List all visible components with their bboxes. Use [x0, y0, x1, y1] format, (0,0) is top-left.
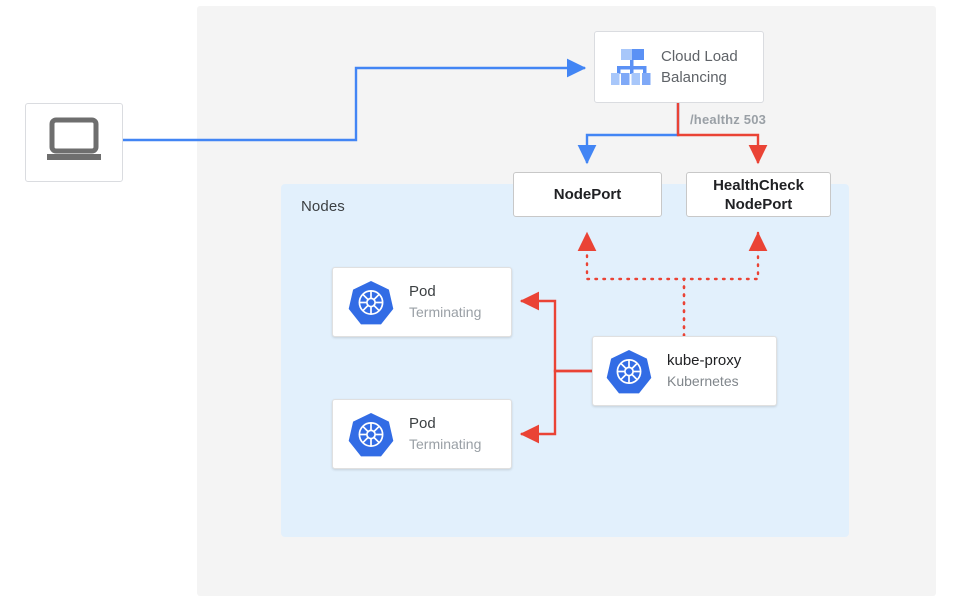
nodes-region-label: Nodes — [301, 198, 345, 215]
pod-node-2-title: Pod — [409, 415, 436, 432]
nodeport-label: NodePort — [553, 186, 622, 203]
pod-node-1: Pod Terminating — [332, 267, 512, 337]
healthcheck-nodeport-label: HealthCheck NodePort — [713, 176, 804, 214]
healthz-status-label: /healthz 503 — [690, 112, 767, 127]
nodeport-node: NodePort — [513, 172, 662, 217]
pod-node-2: Pod Terminating — [332, 399, 512, 469]
pod-node-1-title: Pod — [409, 283, 436, 300]
kube-proxy-text: kube-proxy Kubernetes — [667, 351, 741, 391]
load-balancer-icon — [605, 47, 657, 87]
laptop-icon — [43, 116, 105, 169]
healthcheck-nodeport-line-2: NodePort — [724, 195, 793, 213]
pod-node-1-status: Terminating — [409, 304, 482, 320]
healthcheck-nodeport-line-1: HealthCheck — [713, 176, 804, 194]
kubernetes-icon — [347, 279, 395, 325]
pod-node-2-text: Pod Terminating — [409, 414, 481, 454]
kube-proxy-title: kube-proxy — [667, 352, 742, 369]
client-node — [25, 103, 123, 182]
cloud-load-balancing-label: Cloud Load Balancing — [661, 46, 738, 88]
kubernetes-icon — [605, 348, 653, 394]
kube-proxy-subtitle: Kubernetes — [667, 373, 739, 389]
healthcheck-nodeport-node: HealthCheck NodePort — [686, 172, 831, 217]
pod-node-1-text: Pod Terminating — [409, 282, 481, 322]
cloud-load-balancing-node: Cloud Load Balancing — [594, 31, 764, 103]
kube-proxy-node: kube-proxy Kubernetes — [592, 336, 777, 406]
cloud-load-balancing-line-1: Cloud Load — [661, 48, 738, 65]
pod-node-2-status: Terminating — [409, 436, 482, 452]
kubernetes-icon — [347, 411, 395, 457]
cloud-load-balancing-line-2: Balancing — [661, 69, 727, 86]
